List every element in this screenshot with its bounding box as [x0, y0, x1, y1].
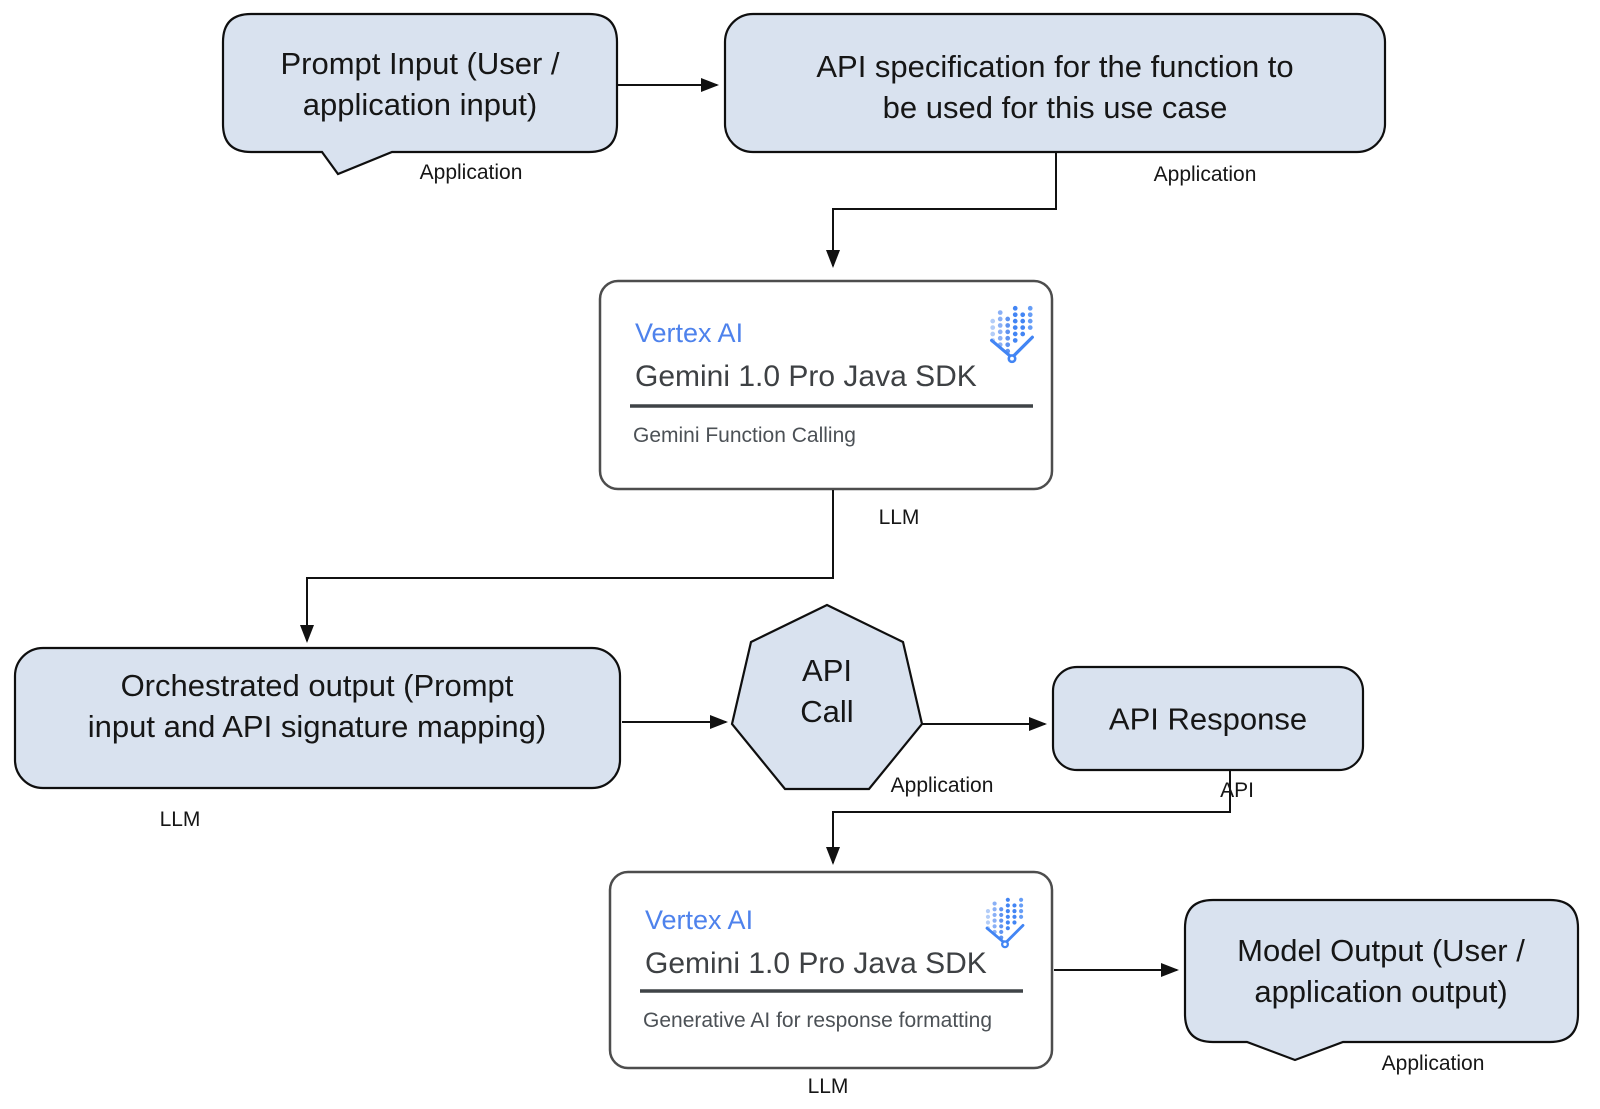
api-call-line1: API [802, 653, 852, 688]
api-spec-label: API specification for the function to be… [816, 46, 1293, 128]
llm-card-bottom-caption: Generative AI for response formatting [643, 1009, 993, 1032]
orchestrated-output-shape [13, 646, 622, 790]
llm-card-bottom-subtitle: Gemini 1.0 Pro Java SDK [645, 947, 987, 980]
llm-card-bottom-shape [608, 870, 1054, 1070]
llm-card-top-shape [598, 279, 1054, 491]
api-spec-tag: Application [1153, 163, 1257, 186]
api-response-tag: API [1220, 779, 1254, 802]
llm-card-bottom-tag: LLM [807, 1075, 849, 1098]
llm-card-top-title: Vertex AI [635, 318, 744, 348]
api-call-line2: Call [800, 694, 854, 729]
vertex-ai-icon [986, 304, 1038, 369]
orchestrated-output-tag: LLM [159, 808, 201, 831]
edge-apispec-to-llmcard-top [826, 153, 1057, 268]
edge-apiresponse-to-llmcard-bottom [826, 771, 1231, 865]
orchestrated-output-label: Orchestrated output (Prompt input and AP… [88, 665, 546, 747]
api-response-shape [1051, 665, 1365, 772]
llm-card-top-caption: Gemini Function Calling [633, 424, 856, 447]
api-spec-line2: be used for this use case [882, 90, 1228, 125]
api-response-line1: API Response [1108, 701, 1308, 737]
prompt-input-label: Prompt Input (User / application input) [280, 43, 559, 125]
api-spec-line1: API specification for the function to [816, 49, 1294, 84]
llm-card-top-subtitle: Gemini 1.0 Pro Java SDK [635, 360, 977, 393]
api-call-label: API Call [800, 650, 853, 732]
model-output-line2: application output) [1254, 974, 1508, 1009]
model-output-line1: Model Output (User / [1237, 933, 1525, 968]
prompt-input-line2: application input) [302, 87, 538, 122]
llm-card-top-tag: LLM [878, 506, 920, 529]
prompt-input-tag: Application [419, 161, 523, 184]
model-output-tag: Application [1381, 1052, 1485, 1075]
api-spec-shape [723, 12, 1387, 154]
prompt-input-line1: Prompt Input (User / [280, 46, 560, 81]
api-call-shape [730, 603, 924, 791]
edge-llmcard-top-to-orchestrated [300, 490, 834, 643]
llm-card-bottom-title: Vertex AI [645, 905, 754, 935]
orchestrated-output-line1: Orchestrated output (Prompt [120, 668, 514, 703]
api-call-tag: Application [890, 774, 994, 797]
model-output-shape [1183, 898, 1580, 1062]
api-response-label: API Response [1109, 699, 1307, 740]
vertex-ai-icon [982, 896, 1028, 954]
prompt-input-shape [221, 12, 619, 176]
orchestrated-output-line2: input and API signature mapping) [87, 709, 547, 744]
model-output-label: Model Output (User / application output) [1237, 930, 1525, 1012]
